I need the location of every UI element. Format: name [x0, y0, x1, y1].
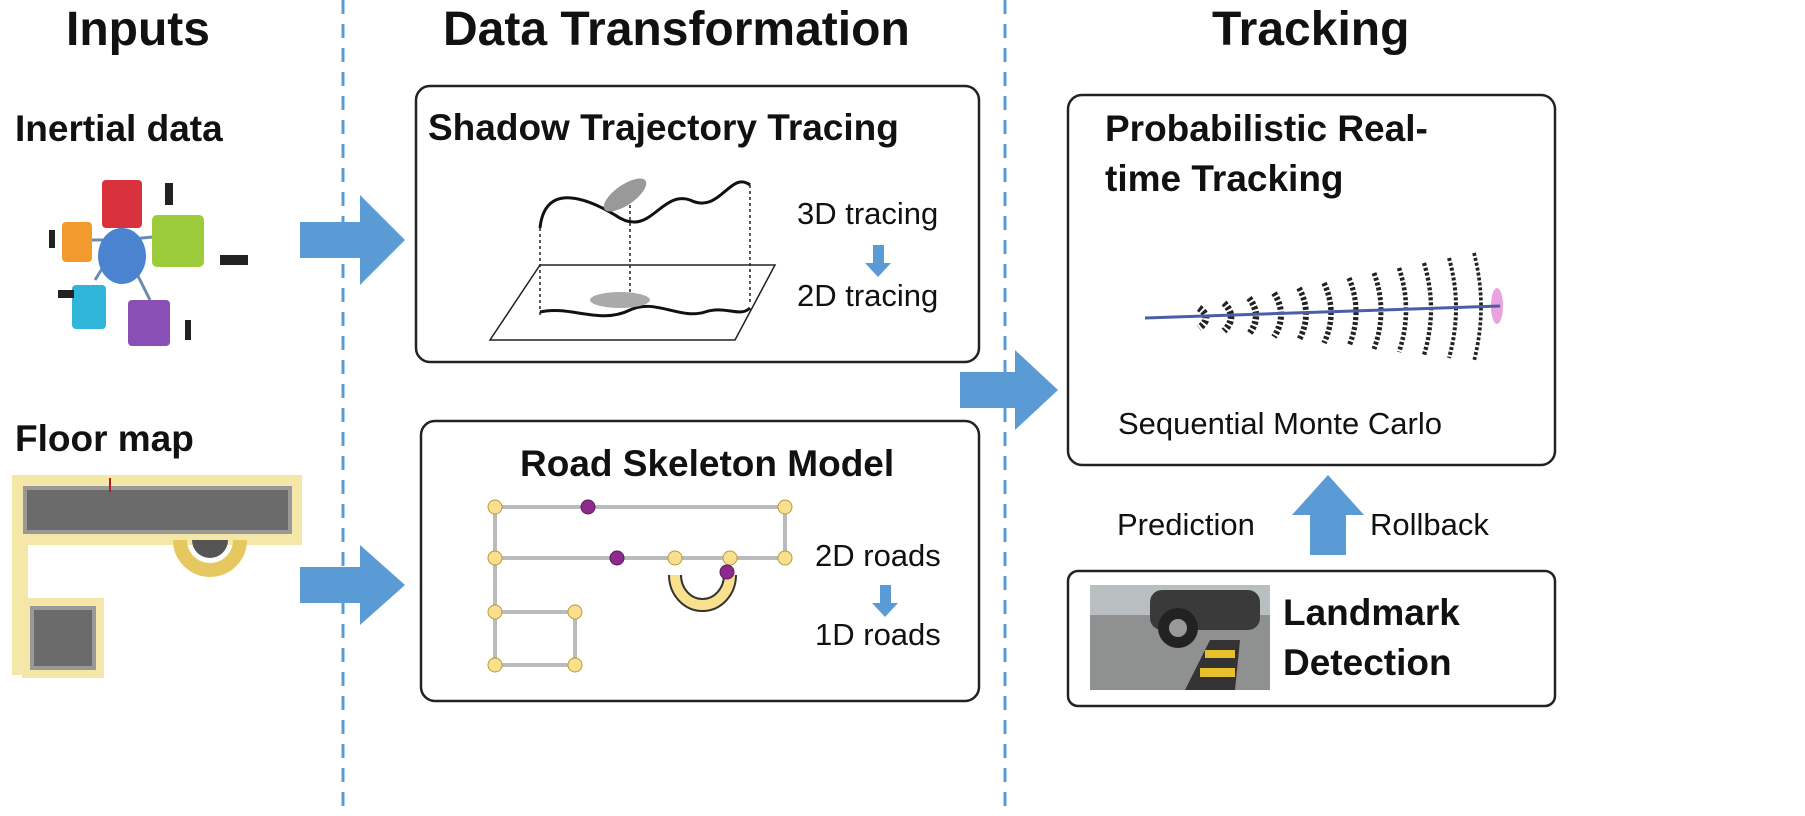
inertial-data-label: Inertial data — [15, 108, 223, 149]
road-node — [487, 604, 503, 620]
road-skeleton-title: Road Skeleton Model — [520, 443, 895, 484]
road-node — [722, 550, 738, 566]
road-node — [667, 550, 683, 566]
road-skeleton-box — [419, 419, 981, 703]
flow-arrow-up — [1292, 475, 1364, 555]
road-node — [487, 499, 503, 515]
particle-arc — [1371, 272, 1384, 350]
shadow-tracing-title: Shadow Trajectory Tracing — [428, 107, 899, 148]
road-node — [487, 657, 503, 673]
road-skeleton-graph — [493, 505, 787, 667]
particle-arc — [1472, 252, 1483, 362]
prediction-label: Prediction — [1117, 507, 1255, 542]
tracking-title-line1: Probabilistic Real- — [1105, 108, 1428, 149]
landmark-title-line2: Detection — [1283, 642, 1452, 683]
landmark-title-line1: Landmark — [1283, 592, 1460, 633]
flow-arrow-right — [960, 350, 1058, 430]
particle-arc — [1346, 277, 1359, 347]
particle-arc — [1221, 300, 1235, 334]
particle-arc — [1271, 291, 1285, 339]
trajectory-line — [1144, 304, 1501, 320]
landmark-box — [1066, 569, 1557, 708]
trajectory-illustration — [488, 178, 777, 341]
tracking-caption: Sequential Monte Carlo — [1118, 406, 1442, 441]
landmark-node — [719, 564, 735, 580]
particle-arc — [1196, 305, 1210, 331]
column-header-inputs: Inputs — [66, 3, 210, 56]
inertial-data-image — [49, 180, 248, 346]
road-to-label: 1D roads — [815, 617, 941, 652]
landmark-node — [580, 499, 596, 515]
road-node — [567, 604, 583, 620]
flow-arrow-right — [300, 195, 405, 285]
column-header-transformation: Data Transformation — [443, 3, 910, 56]
landmark-node — [609, 550, 625, 566]
rollback-label: Rollback — [1370, 507, 1489, 542]
flow-arrow-right — [300, 545, 405, 625]
small-arrow-down — [872, 585, 898, 617]
particle-arc — [1246, 296, 1260, 336]
floor-map-label: Floor map — [15, 418, 194, 459]
road-from-label: 2D roads — [815, 538, 941, 573]
road-node — [777, 499, 793, 515]
tracking-title-line2: time Tracking — [1105, 158, 1344, 199]
tracking-box — [1066, 93, 1557, 467]
small-arrow-down — [865, 245, 891, 277]
shadow-from-label: 3D tracing — [797, 196, 939, 231]
road-node — [777, 550, 793, 566]
shadow-tracing-box — [414, 84, 981, 364]
road-node — [487, 550, 503, 566]
road-node — [567, 657, 583, 673]
shadow-to-label: 2D tracing — [797, 278, 939, 313]
column-header-tracking: Tracking — [1212, 3, 1410, 56]
floor-map-image — [12, 475, 302, 678]
speed-bump-image — [1090, 585, 1270, 690]
